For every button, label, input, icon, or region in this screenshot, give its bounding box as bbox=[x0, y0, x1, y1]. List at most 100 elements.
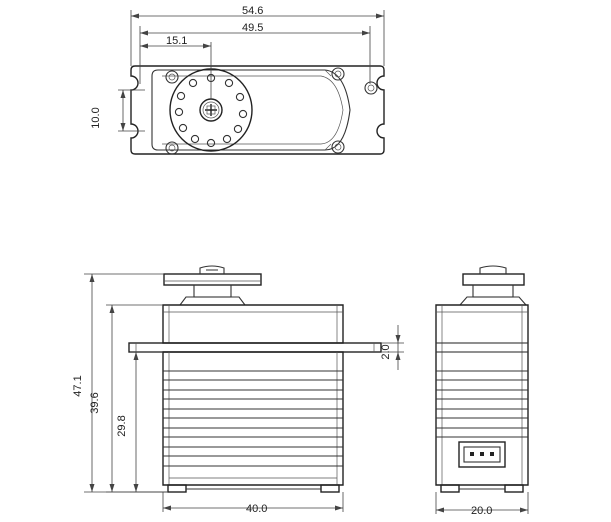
dim-case-width-extension bbox=[162, 492, 344, 512]
side-cooling-fin bbox=[436, 389, 528, 400]
dim-arrow bbox=[140, 30, 148, 36]
dim-arrow bbox=[109, 305, 115, 313]
horn-hole bbox=[235, 92, 245, 102]
horn-top bbox=[163, 273, 262, 286]
side-cooling-fin bbox=[436, 427, 528, 438]
dim-arrow bbox=[520, 507, 528, 513]
dim-overall-width-extension bbox=[130, 10, 385, 66]
connector-pin bbox=[470, 452, 474, 456]
horn-hole bbox=[178, 123, 188, 133]
mounting-hole bbox=[165, 70, 179, 84]
cooling-fin bbox=[163, 446, 343, 457]
dim-arrow bbox=[140, 43, 148, 49]
horn-hole bbox=[224, 78, 234, 88]
connector-housing bbox=[458, 441, 506, 468]
connector-face bbox=[463, 446, 501, 463]
dim-arrow bbox=[131, 13, 139, 19]
horn-hole bbox=[222, 134, 232, 144]
horn-hole bbox=[176, 91, 186, 101]
dim-arrow bbox=[133, 352, 139, 360]
dim-arrow bbox=[362, 30, 370, 36]
top-view: 54.6 49.5 15.1 10.0 bbox=[90, 5, 385, 155]
horn-hole bbox=[190, 134, 200, 144]
output-spline-hub-inner bbox=[202, 101, 220, 119]
dim-arrow bbox=[89, 274, 95, 282]
flange-ears bbox=[135, 343, 375, 352]
dim-arrow bbox=[203, 43, 211, 49]
side-case-foot bbox=[504, 484, 524, 493]
dim-flange-thickness-label: 2.0 bbox=[380, 344, 392, 359]
case-lower bbox=[162, 351, 344, 486]
mounting-hole bbox=[364, 81, 378, 95]
horn-hole bbox=[238, 109, 248, 119]
case-foot bbox=[167, 484, 187, 493]
horn-hole bbox=[174, 107, 184, 117]
horn-hole bbox=[233, 124, 243, 134]
hub-screw-head bbox=[206, 105, 216, 115]
mounting-hole bbox=[331, 140, 345, 154]
dim-arrow bbox=[120, 123, 126, 131]
dim-body-height-label: 29.8 bbox=[116, 415, 128, 436]
dim-arrow bbox=[133, 484, 139, 492]
dim-flange-height-label: 39.6 bbox=[89, 392, 101, 413]
dim-arrow bbox=[395, 335, 401, 343]
front-view: 47.1 39.6 29.8 2.0 40.0 bbox=[72, 265, 404, 515]
connector-pin bbox=[490, 452, 494, 456]
dim-case-width-label: 40.0 bbox=[246, 503, 267, 515]
mounting-plate-outline bbox=[130, 65, 385, 155]
cooling-fin bbox=[163, 427, 343, 438]
cooling-fin bbox=[163, 408, 343, 419]
mounting-hole bbox=[334, 143, 342, 151]
dim-overall-width-label: 54.6 bbox=[242, 5, 263, 17]
dim-hole-spacing-label: 49.5 bbox=[242, 22, 263, 34]
horn-hole bbox=[188, 78, 198, 88]
side-case-outline bbox=[435, 304, 529, 486]
dim-case-depth-label: 20.0 bbox=[471, 505, 492, 517]
dim-arrow bbox=[395, 352, 401, 360]
case-upper bbox=[162, 304, 344, 344]
dim-slot-spacing-label: 10.0 bbox=[90, 107, 102, 128]
cooling-fin bbox=[163, 389, 343, 400]
dim-arrow bbox=[109, 484, 115, 492]
dim-arrow bbox=[335, 505, 343, 511]
dim-body-height-extension bbox=[130, 351, 168, 493]
case-foot bbox=[320, 484, 340, 493]
mounting-hole bbox=[165, 141, 179, 155]
dim-arrow bbox=[376, 13, 384, 19]
cooling-fin bbox=[163, 370, 343, 381]
output-shaft-base bbox=[178, 296, 247, 306]
dim-arrow bbox=[120, 90, 126, 98]
dim-case-depth-extension bbox=[435, 492, 529, 514]
connector-pin bbox=[480, 452, 484, 456]
case-body-inner-line bbox=[162, 75, 344, 145]
side-horn-top bbox=[462, 273, 525, 286]
dim-flange-thickness-extension bbox=[381, 325, 404, 370]
case-body-outline bbox=[151, 69, 351, 151]
mounting-hole bbox=[168, 144, 176, 152]
output-shaft bbox=[193, 284, 232, 298]
case-lid-line bbox=[324, 69, 332, 151]
horn-screw-head bbox=[199, 265, 225, 274]
dim-hole-spacing-extension bbox=[139, 26, 371, 84]
side-case-inner bbox=[436, 305, 528, 485]
dim-arrow bbox=[89, 484, 95, 492]
mounting-flange bbox=[128, 342, 382, 353]
dim-total-height-label: 47.1 bbox=[72, 375, 84, 396]
horn-hole bbox=[206, 138, 216, 148]
side-output-shaft-base bbox=[458, 296, 528, 306]
dim-arrow bbox=[163, 505, 171, 511]
mounting-hole bbox=[168, 73, 176, 81]
side-cooling-fin bbox=[436, 370, 528, 381]
dim-output-offset-extension bbox=[140, 42, 212, 99]
dim-arrow bbox=[436, 507, 444, 513]
side-output-shaft bbox=[472, 284, 514, 298]
side-flange-edge bbox=[435, 342, 529, 353]
side-cooling-fin bbox=[436, 408, 528, 419]
side-horn-screw-head bbox=[479, 265, 507, 274]
mounting-hole bbox=[331, 67, 345, 81]
case-upper-inner bbox=[163, 305, 343, 343]
side-case-foot bbox=[440, 484, 460, 493]
dim-total-height-extension bbox=[84, 273, 168, 493]
dim-flange-height-extension bbox=[106, 304, 168, 493]
